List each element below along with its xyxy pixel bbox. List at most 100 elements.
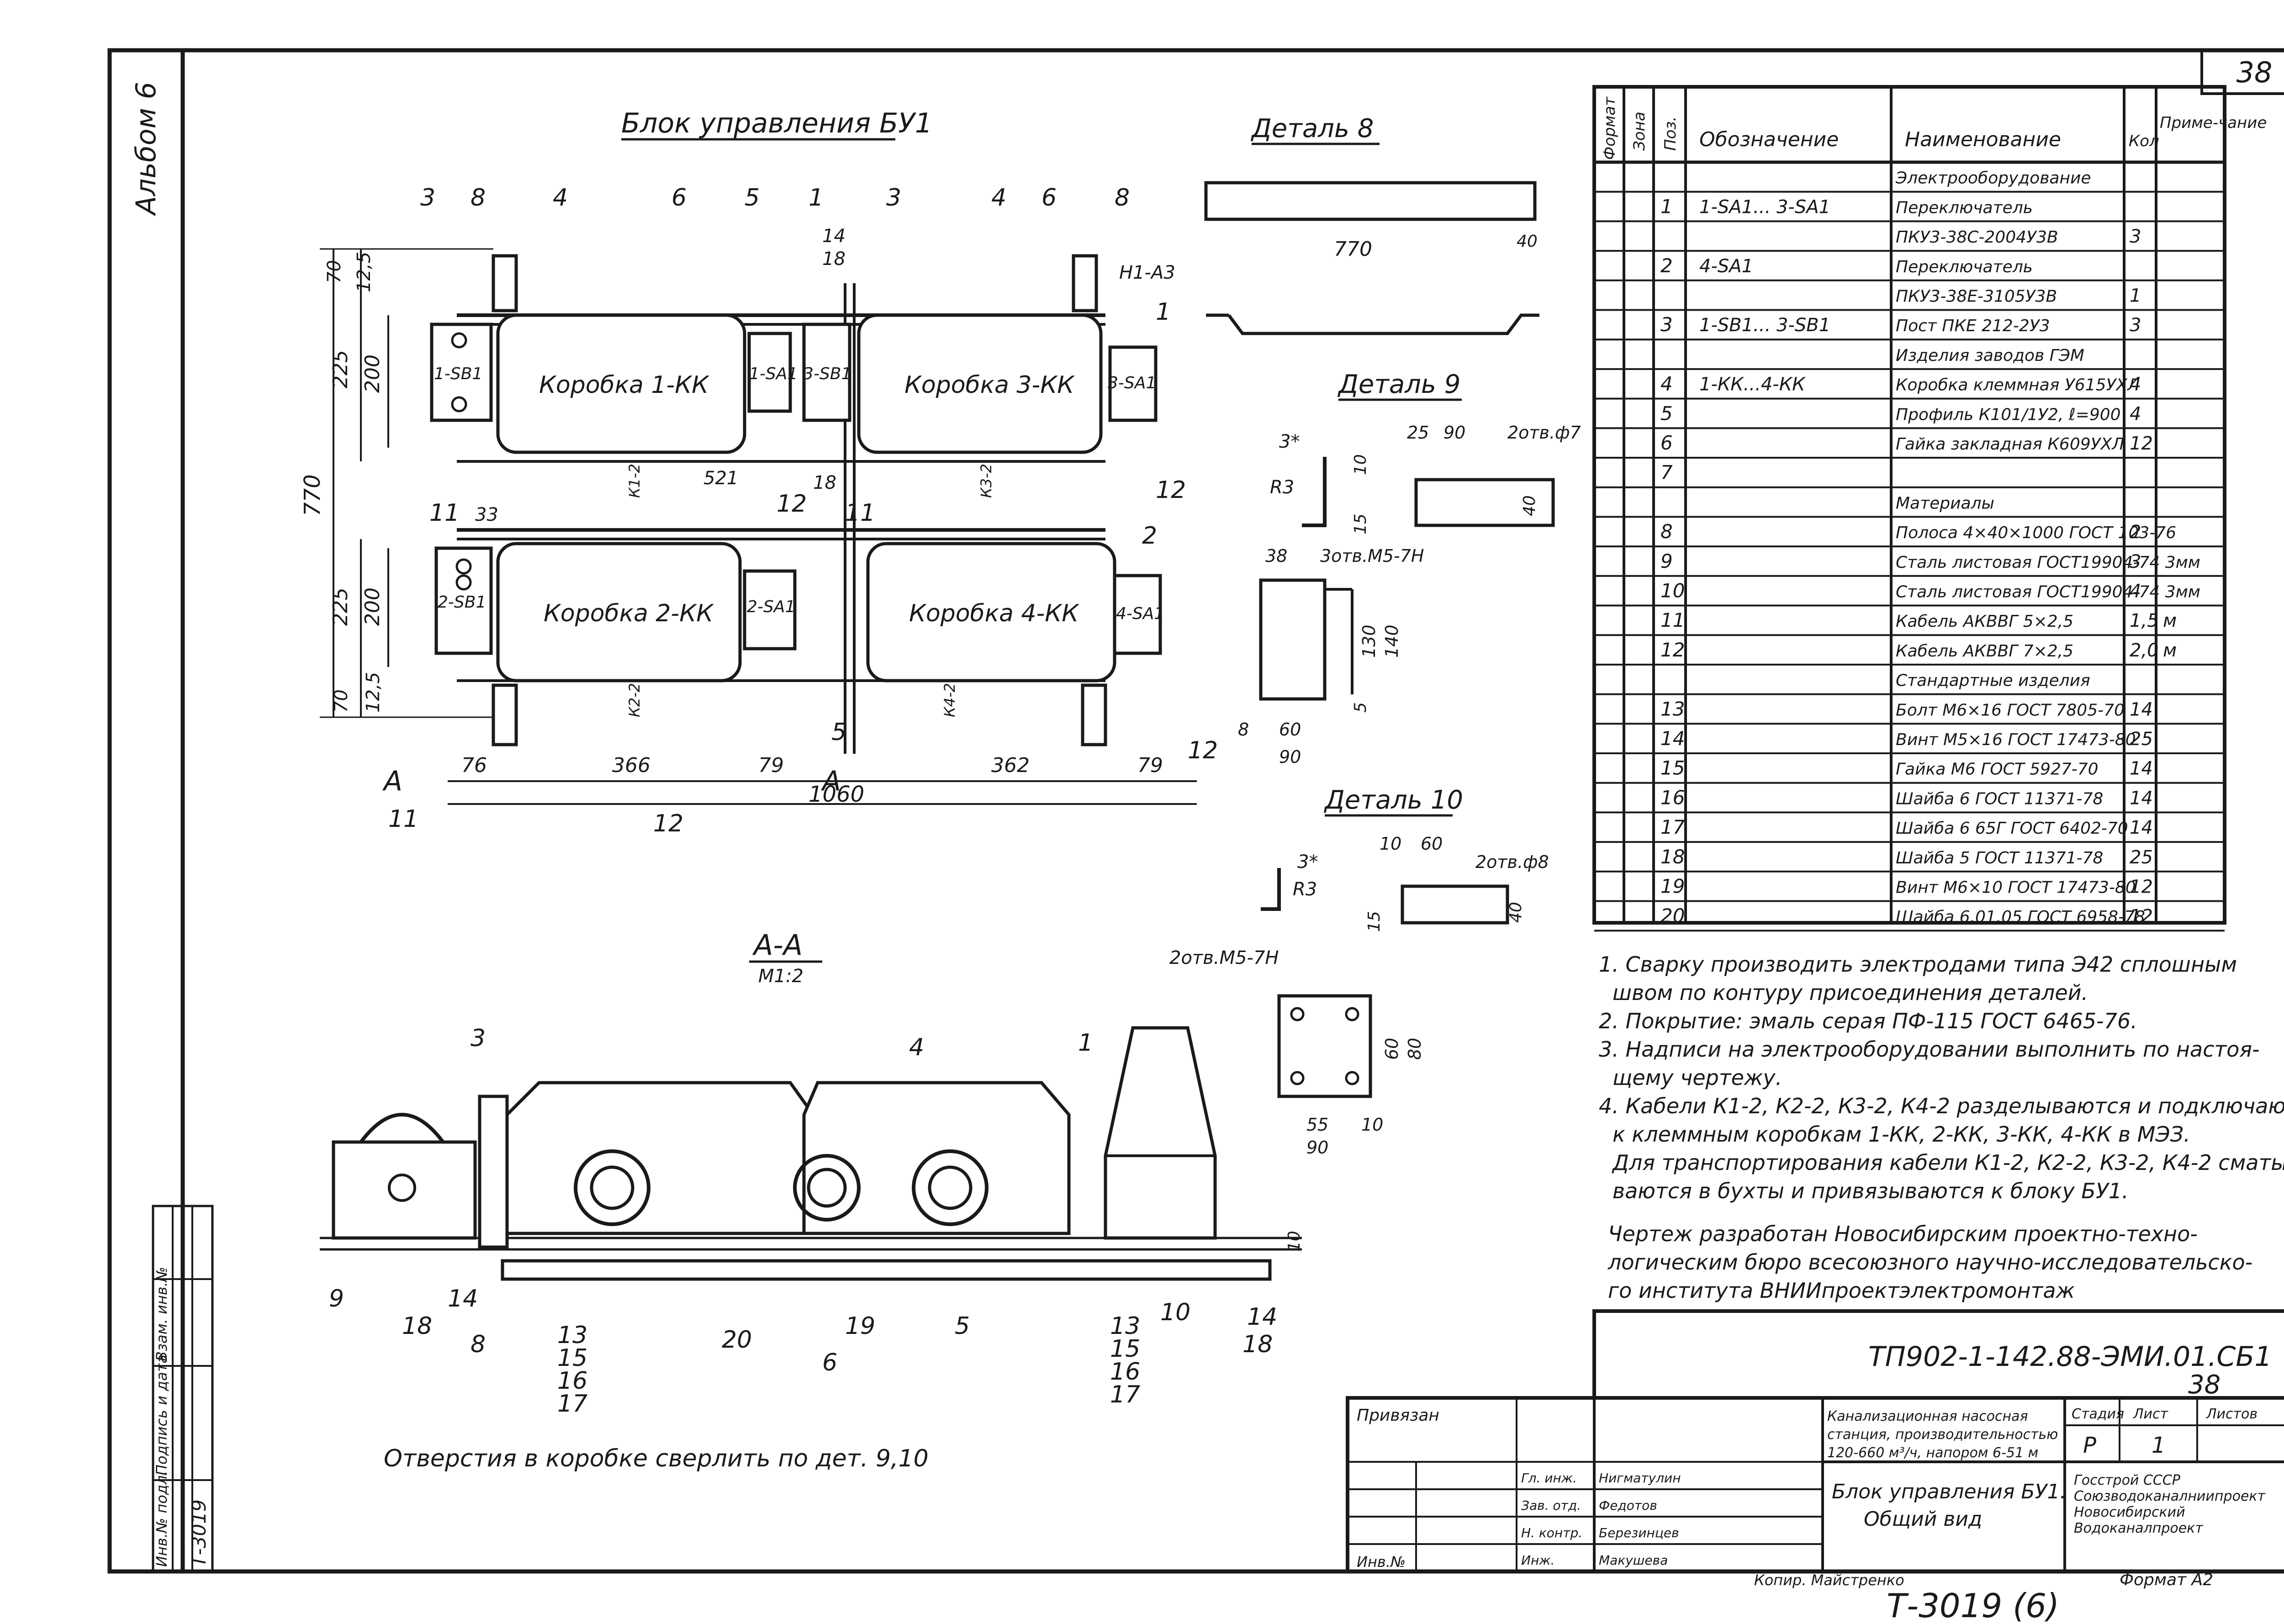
spec-cell-pos: 9 <box>1660 550 1673 572</box>
callout-section: 6 <box>822 1349 837 1376</box>
spec-cell-name: Сталь листовая ГОСТ19904-74 3мм <box>1896 553 2200 572</box>
spec-cell-pos: 5 <box>1660 402 1673 424</box>
section-mark-left: А <box>382 765 402 797</box>
dim-521: 521 <box>703 468 738 489</box>
detail10-title: Деталь 10 <box>1323 785 1463 815</box>
side-inv-orig: Инв.№ подл. <box>153 1471 170 1567</box>
spec-cell-pos: 15 <box>1660 757 1685 779</box>
plate-holes: 2отв.М5-7Н <box>1169 947 1279 968</box>
detail9-holes2: 3отв.М5-7Н <box>1320 546 1424 566</box>
spec-cell-name: Коробка клеммная У615УХЛ <box>1896 376 2140 395</box>
org-4: Водоканалпроект <box>2074 1520 2204 1536</box>
dim-225a: 225 <box>329 350 352 388</box>
plate-60: 60 <box>1382 1038 1402 1060</box>
side-archive: Т-3019 <box>188 1499 210 1567</box>
spec-cell-pos: 1 <box>1660 195 1673 217</box>
section-dim-10: 10 <box>1285 1231 1304 1252</box>
section-a-a: А-А М1:2 10 3 4 1 9 14 18 8 13 15 1 <box>320 928 1304 1472</box>
name-3: Березинцев <box>1599 1525 1679 1540</box>
detail-8: Деталь 8 770 40 <box>1204 114 1539 335</box>
dim-70b: 70 <box>331 689 352 713</box>
callout-plan: 12 <box>777 490 807 518</box>
detail10-t: 3* <box>1297 852 1318 873</box>
spec-cell-name: ПКУ3-38Е-3105У3В <box>1896 287 2057 306</box>
spec-cell-pos: 10 <box>1660 580 1685 602</box>
detail10-60: 60 <box>1421 834 1443 854</box>
spec-header-name: Наименование <box>1905 128 2061 151</box>
section-scale: М1:2 <box>758 966 804 987</box>
spec-header-pos: Поз. <box>1661 116 1680 151</box>
detail9-8: 8 <box>1238 719 1249 740</box>
box-1-kk <box>496 313 746 454</box>
callout-plan: 12 <box>1156 476 1186 504</box>
sheet-label: Лист <box>2133 1406 2169 1422</box>
cable-k4-2: К4-2 <box>941 683 958 717</box>
callout-plan: 2 <box>1142 522 1157 550</box>
spec-header-format: Формат <box>1601 96 1619 160</box>
spec-cell-qty: 3 <box>2130 226 2141 247</box>
device-2-sa1 <box>743 569 797 651</box>
detail9-title: Деталь 9 <box>1337 370 1460 399</box>
spec-cell-qty: 14 <box>2130 758 2153 779</box>
detail8-dim-40: 40 <box>1517 232 1538 251</box>
spec-cell-pos: 7 <box>1660 461 1673 484</box>
spec-cell-qty: 2 <box>2130 522 2141 543</box>
binding-label: Привязан <box>1357 1406 1439 1425</box>
spec-cell-qty: 12 <box>2130 877 2153 898</box>
detail9-5: 5 <box>1351 702 1370 713</box>
spec-cell-qty: 14 <box>2130 699 2153 720</box>
note-line: 4. Кабели К1-2, К2-2, К3-2, К4-2 разделы… <box>1599 1094 2284 1118</box>
dim-366: 366 <box>612 754 650 777</box>
callout-section: 1 <box>1078 1029 1093 1057</box>
h1-a3-label: H1-A3 <box>1119 262 1175 283</box>
callout-section: 18 <box>1242 1331 1273 1358</box>
detail-9: Деталь 9 3* R3 25 90 2отв.ф7 10 40 15 38… <box>1238 370 1581 767</box>
cable-k3-2: К3-2 <box>978 464 995 498</box>
name-2: Федотов <box>1599 1498 1657 1513</box>
dim-79a: 79 <box>758 754 784 777</box>
developer-note: Чертеж разработан Новосибирским проектно… <box>1608 1220 2252 1305</box>
spec-cell-name: Профиль К101/1У2, ℓ=900 <box>1896 405 2121 424</box>
spec-header-qty: Кол <box>2129 132 2159 150</box>
device-1-sb1 <box>430 323 493 422</box>
spec-cell-qty: 4 <box>2130 581 2141 602</box>
page-number: 38 <box>2236 56 2273 89</box>
callout-plan: 14 <box>822 226 846 247</box>
org-1: Госстрой СССР <box>2074 1472 2181 1488</box>
callout-plan: 4 <box>991 184 1006 212</box>
device-2-sa1-label: 2-SA1 <box>747 598 795 616</box>
format-label: Формат А2 <box>2120 1571 2213 1589</box>
device-3-sb1-label: 3-SB1 <box>803 365 851 383</box>
box-3-kk <box>857 313 1103 454</box>
spec-cell-name: Переключатель <box>1896 258 2033 276</box>
spec-cell-pos: 4 <box>1660 373 1673 395</box>
callout-plan: 5 <box>831 719 846 746</box>
dim-225b: 225 <box>329 587 352 626</box>
spec-cell-qty: 3 <box>2130 315 2141 336</box>
spec-cell-name: Гайка М6 ГОСТ 5927-70 <box>1896 760 2099 779</box>
note-line: Для транспортирования кабели К1-2, К2-2,… <box>1613 1150 2284 1175</box>
switch-body <box>1104 1026 1217 1240</box>
callout-plan: 6 <box>1042 184 1057 212</box>
callout-section: 20 <box>722 1326 752 1354</box>
handwritten-page: 38 <box>2188 1370 2221 1400</box>
device-1-sa1-label: 1-SA1 <box>749 365 798 383</box>
sheet-title-1: Блок управления БУ1. <box>1832 1480 2066 1503</box>
sheet-title-2: Общий вид <box>1864 1508 1982 1531</box>
device-4-sa1-label: 4-SA1 <box>1116 604 1164 623</box>
callout-plan: 12 <box>653 810 683 837</box>
spec-cell-name: Шайба 6 65Г ГОСТ 6402-70 <box>1896 819 2128 838</box>
cable-k2-2: К2-2 <box>626 683 643 717</box>
device-4-sa1 <box>1113 574 1162 655</box>
plan-view: Блок управления БУ1 Коробка 1-КК Коробка… <box>300 107 1218 837</box>
device-1-sb1-label: 1-SB1 <box>434 365 482 383</box>
callout-section: 14 <box>448 1285 478 1312</box>
callout-section: 17 <box>1110 1381 1140 1408</box>
spec-cell-pos: 20 <box>1660 905 1685 927</box>
detail9-r: R3 <box>1270 477 1294 498</box>
album-label: Альбом 6 <box>130 82 162 217</box>
org-2: Союзводоканалниипроект <box>2074 1488 2266 1504</box>
callout-plan: 8 <box>1115 184 1130 212</box>
dim-770: 770 <box>300 474 325 516</box>
spec-cell-name: Материалы <box>1896 494 1994 513</box>
